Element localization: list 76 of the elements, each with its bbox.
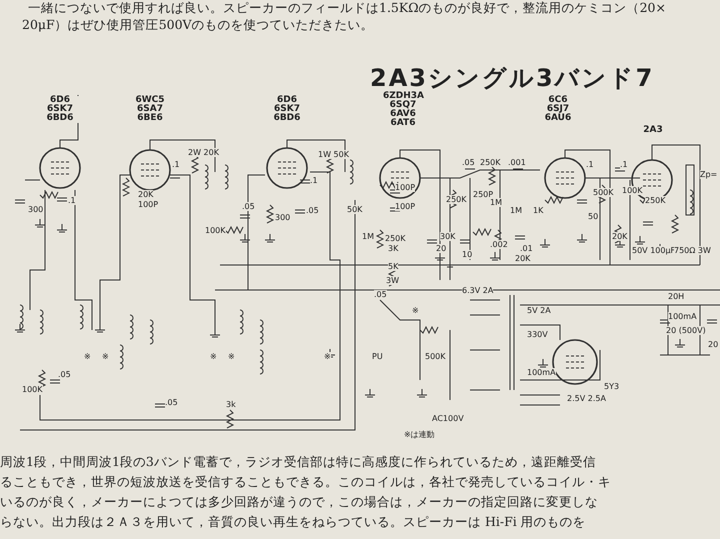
- diagram-title: 2A3シングル3バンド7: [370, 63, 654, 92]
- component-value: 500K: [425, 352, 446, 361]
- component-value: 500K: [593, 188, 614, 197]
- component-value: 330V: [527, 330, 548, 339]
- component-value: 50V 100μF: [632, 246, 676, 255]
- component-value: 1K: [533, 206, 544, 215]
- component-value: 1M: [362, 232, 374, 241]
- component-value: 20: [436, 244, 446, 253]
- component-value: 250P: [473, 190, 494, 199]
- note-mark: ※: [228, 352, 235, 361]
- note-mark: ※: [102, 352, 109, 361]
- component-value: 50: [588, 212, 598, 221]
- component-value: 1M: [510, 206, 522, 215]
- component-value: .1: [310, 176, 318, 185]
- component-value: .1: [172, 160, 180, 169]
- component-value: 100P: [138, 200, 158, 209]
- component-value: .05: [462, 158, 475, 167]
- component-value: 100K: [622, 186, 643, 195]
- impedance-label: Zp=: [700, 170, 718, 179]
- component-value: 20K: [138, 190, 154, 199]
- component-value: 10: [462, 250, 472, 259]
- component-value: 5V 2A: [527, 306, 551, 315]
- component-value: 300: [28, 205, 44, 214]
- component-value: 3k: [226, 400, 236, 409]
- component-value: 20 (500V): [666, 326, 706, 335]
- component-value: 100P: [395, 183, 416, 192]
- component-value: 3K: [388, 244, 398, 253]
- tube-type-label: 6ZDH3A 6SQ7 6AV6 6AT6: [383, 92, 423, 128]
- component-value: 2.5V 2.5A: [567, 394, 606, 403]
- component-value: .001: [508, 158, 526, 167]
- component-value: 2W 20K: [188, 148, 219, 157]
- note-mark: ※: [324, 352, 331, 361]
- component-value: .05: [242, 202, 255, 211]
- component-value: 50K: [347, 205, 362, 214]
- component-value: 250K: [385, 234, 406, 243]
- component-value: 100mA: [668, 312, 697, 321]
- component-value: 20: [708, 340, 718, 349]
- component-value: .1: [586, 160, 594, 169]
- component-value: 6.3V 2A: [462, 286, 494, 295]
- component-value: .05: [165, 398, 178, 407]
- component-value: 20H: [668, 292, 684, 301]
- component-value: 750Ω 3W: [674, 246, 711, 255]
- component-value: 30K: [440, 232, 456, 241]
- component-value: .05: [58, 370, 71, 379]
- component-value: 20K: [612, 232, 628, 241]
- note-mark: ※: [210, 352, 217, 361]
- component-value: .01: [520, 244, 533, 253]
- paragraph-text: ることもでき，世界の短波放送を受信することもできる。このコイルは，各社で発売しているコイル・キ: [0, 475, 611, 489]
- component-value: 100mA: [527, 368, 556, 377]
- paragraph-text: 周波1段，中間周波1段の3バンド電蓄で，ラジオ受信部は特に高感度に作られているため，遠距離受信: [0, 455, 596, 469]
- component-value: 250K: [480, 158, 501, 167]
- component-value: 5K: [388, 262, 398, 271]
- component-value: .05: [374, 290, 387, 299]
- paragraph-text: いるのが良く，メーカーによつては多少回路が違うので，この場合は，メーカーの指定回路に変更しな: [0, 495, 598, 509]
- component-value: 1W 50K: [318, 150, 349, 159]
- component-value: ※は連動: [404, 430, 435, 439]
- paragraph-text: 一緒につないで使用すれば良い。スピーカーのフィールドは1.5KΩのものが良好で，整流用のケミコン（20×: [28, 1, 666, 15]
- component-value: .002: [490, 240, 508, 249]
- component-value: PU: [372, 352, 383, 361]
- component-value: 300: [275, 213, 290, 222]
- component-value: 3W: [386, 276, 399, 285]
- component-value: 250K: [645, 196, 666, 205]
- component-value: 100K: [205, 226, 226, 235]
- component-value: 5Y3: [604, 382, 620, 391]
- paragraph-text: らない。出力段は２Ａ３を用いて，音質の良い再生をねらつている。スピーカーは Hi-Fi 用のものを: [0, 515, 586, 529]
- component-value: AC100V: [432, 414, 464, 423]
- component-value: .05: [306, 206, 319, 215]
- component-value: 100P: [395, 202, 416, 211]
- component-value: 250K: [446, 195, 467, 204]
- component-value: 100K: [22, 385, 43, 394]
- note-mark: ※: [84, 352, 91, 361]
- component-value: .1: [620, 160, 628, 169]
- note-mark: ※: [412, 306, 419, 315]
- component-value: 1M: [490, 198, 502, 207]
- component-value: 20K: [515, 254, 530, 263]
- component-value: .1: [68, 196, 76, 205]
